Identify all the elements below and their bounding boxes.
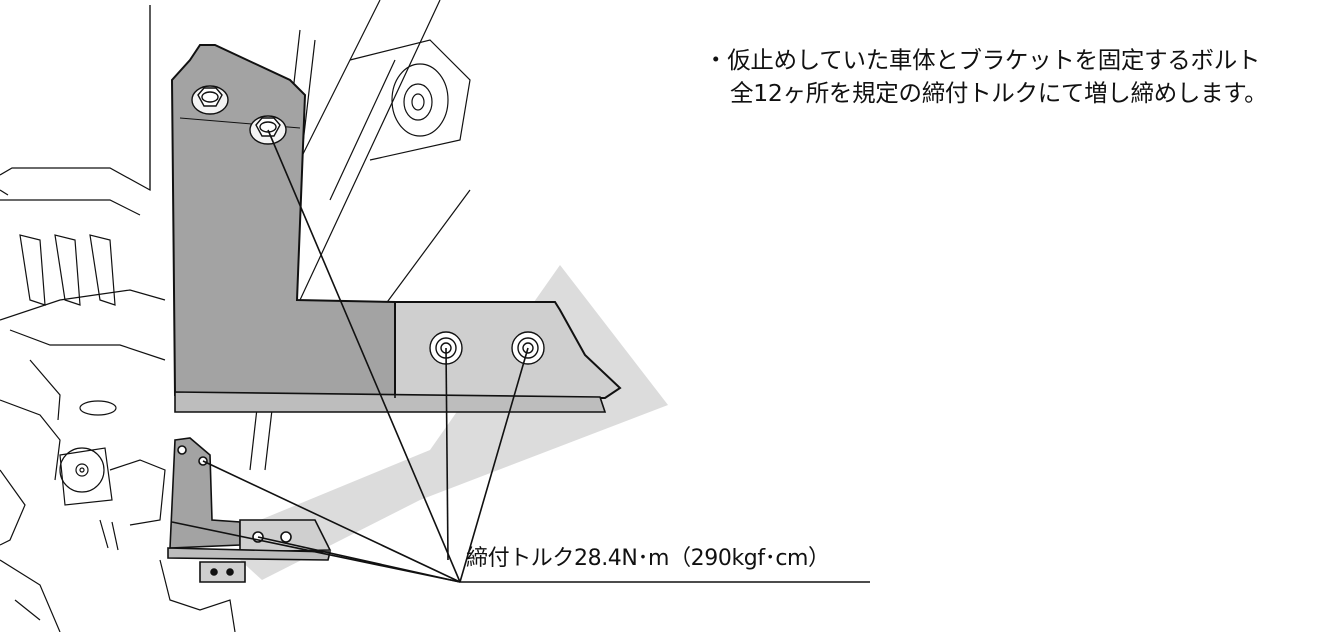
hex-bolt-icon bbox=[191, 85, 229, 115]
leader-lines bbox=[171, 129, 870, 583]
lower-bracket bbox=[167, 437, 332, 583]
vehicle-body-outline bbox=[0, 5, 236, 632]
instruction-line-2: 全12ヶ所を規定の締付トルクにて増し締めします。 bbox=[730, 79, 1268, 107]
oil-filter bbox=[59, 447, 105, 493]
main-bracket bbox=[170, 44, 622, 413]
instruction-text: ・仮止めしていた車体とブラケットを固定するボルト 全12ヶ所を規定の締付トルクに… bbox=[704, 44, 1324, 110]
body-boss bbox=[349, 39, 471, 161]
torque-spec-label: 締付トルク28.4N･m（290kgf･cm） bbox=[466, 546, 830, 571]
instruction-line-1: ・仮止めしていた車体とブラケットを固定するボルト bbox=[704, 46, 1261, 74]
hex-bolt-icon bbox=[249, 115, 287, 145]
round-plug bbox=[79, 400, 117, 416]
